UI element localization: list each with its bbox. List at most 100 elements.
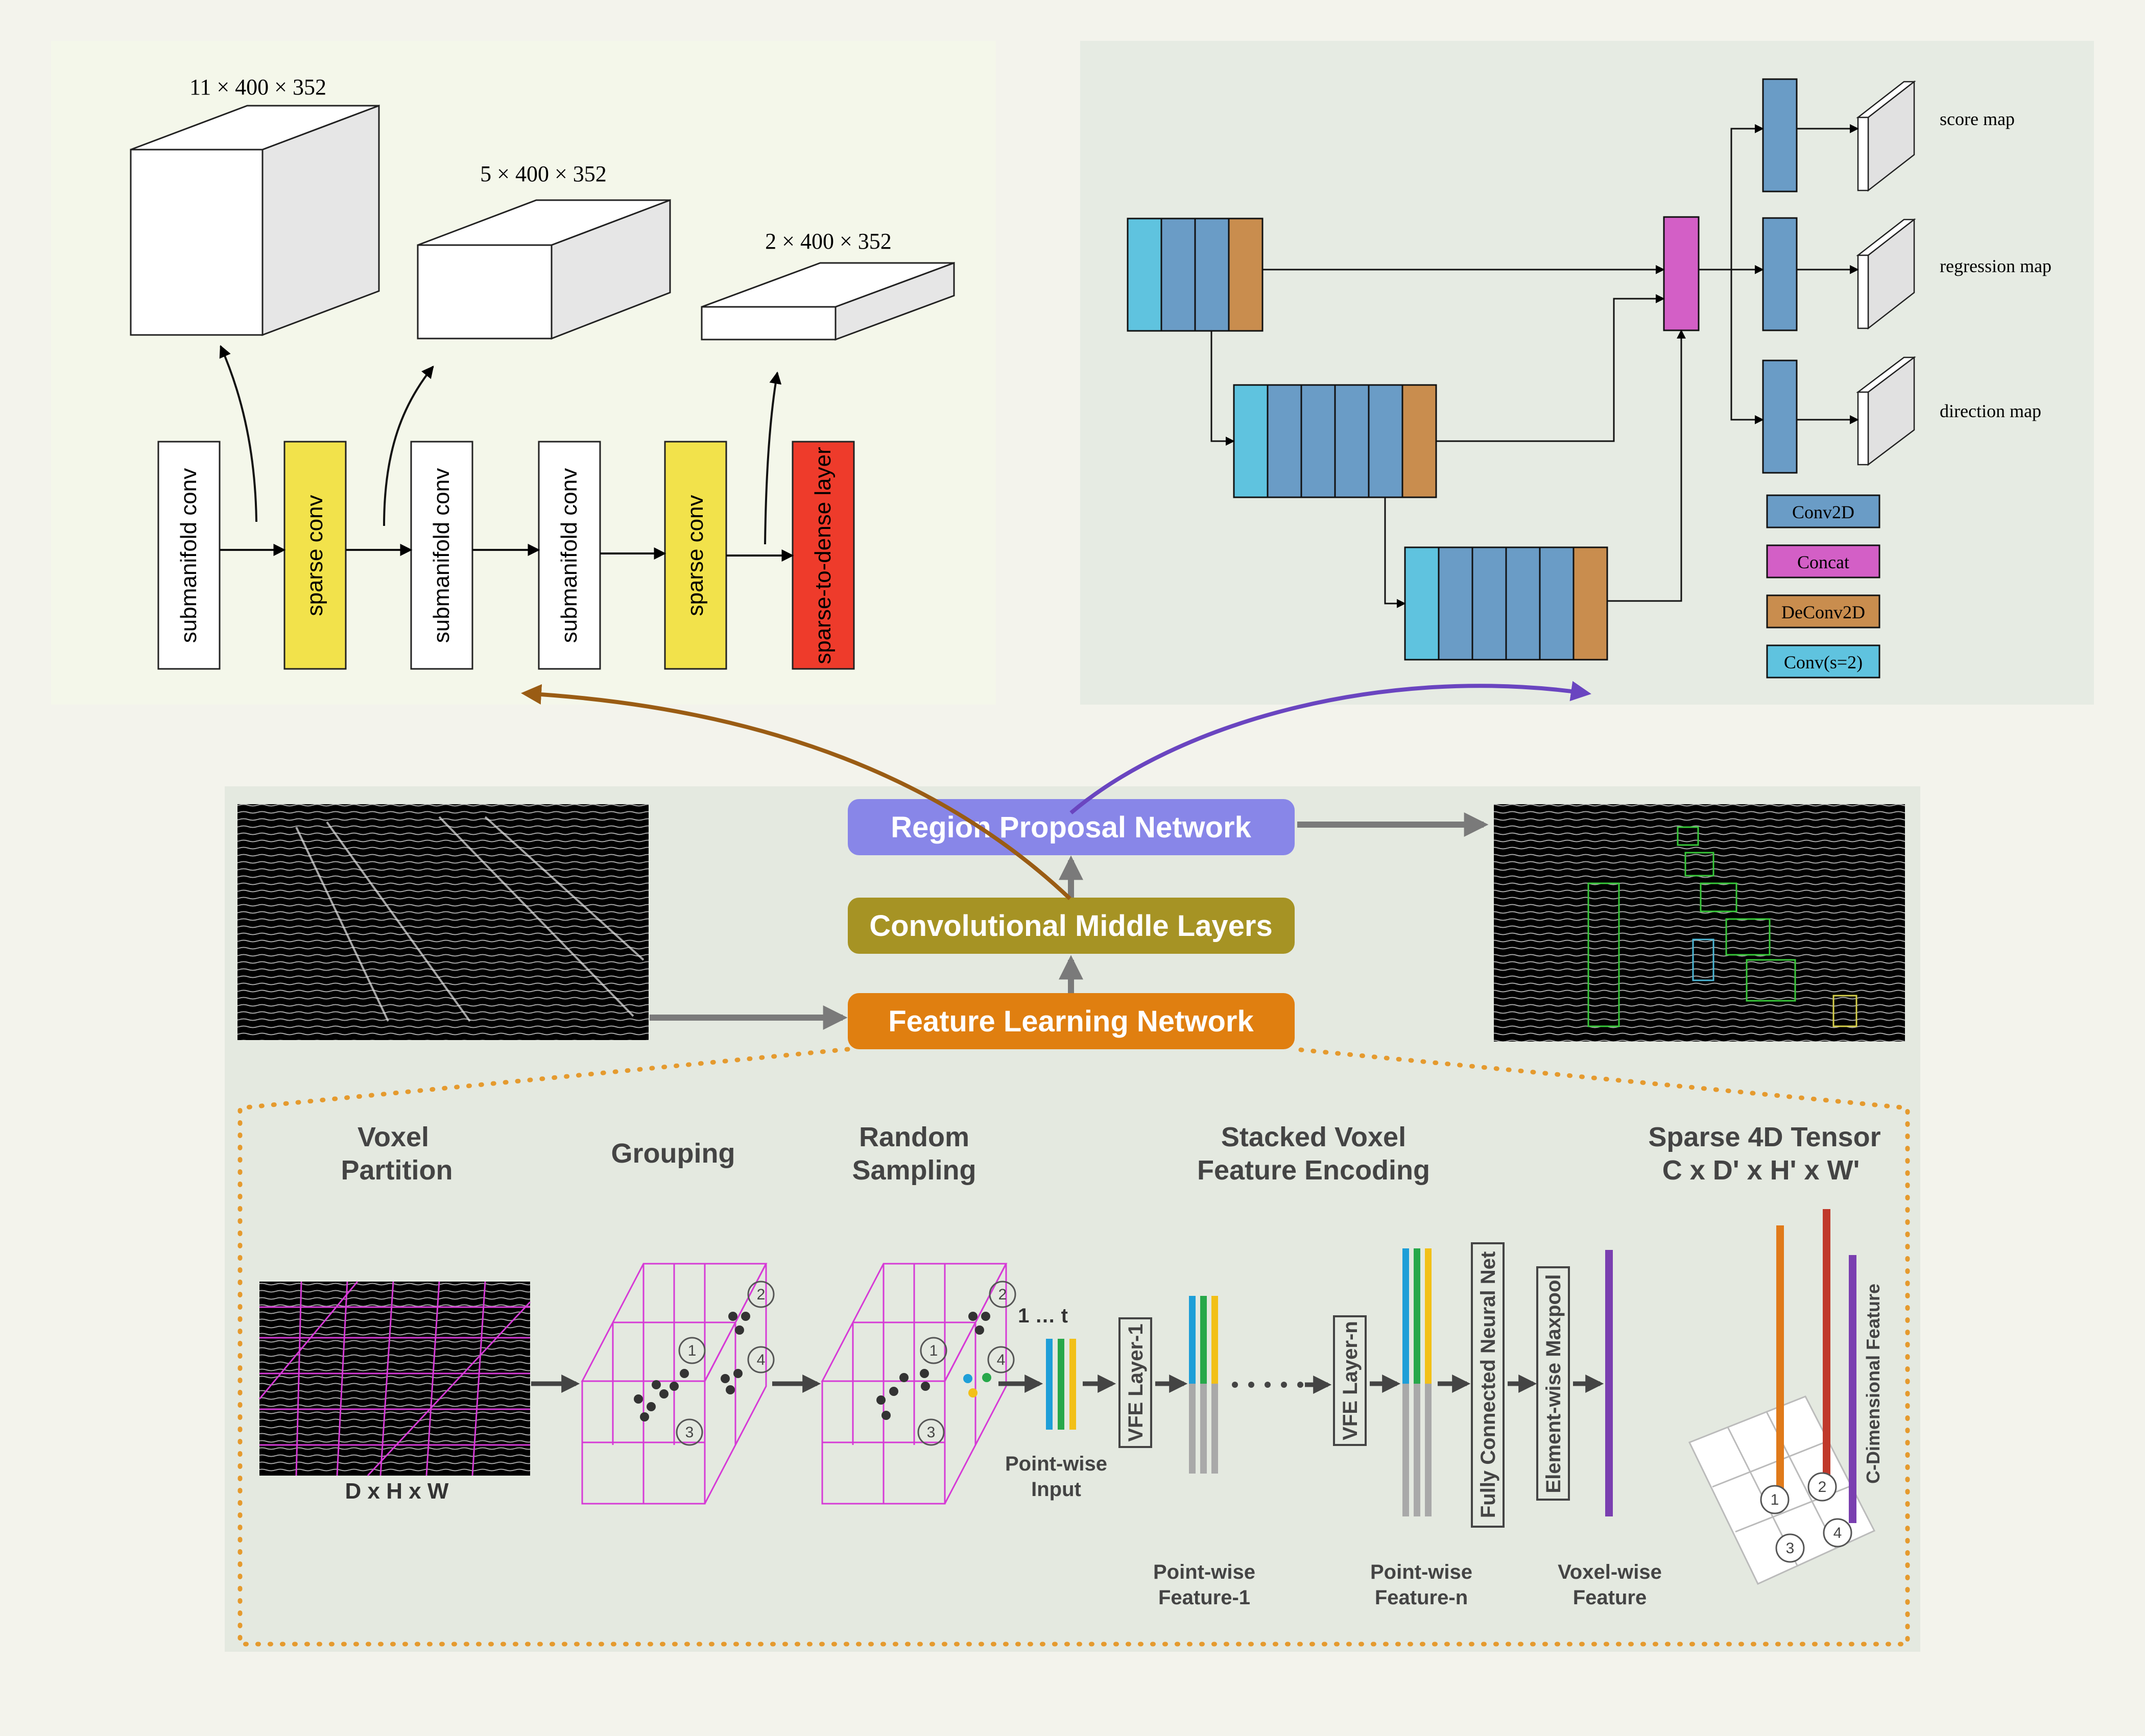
arrow-cml-to-sparse-panel	[521, 684, 1071, 900]
block1-conv2d-2	[1194, 218, 1230, 332]
fln-box: Feature Learning Network	[848, 993, 1295, 1049]
sampling-voxels: 2 1 4 3	[821, 1263, 1016, 1505]
pwf1-bottom-2	[1200, 1384, 1207, 1474]
cml-label: Convolutional Middle Layers	[869, 909, 1273, 943]
sampled-point-blue	[963, 1374, 972, 1383]
layer-sparse-1-box	[283, 441, 347, 670]
sampling-voxel-id-labels: 2 1 4 3	[927, 1286, 1007, 1441]
layer-sparse-to-dense: sparse-to-dense layer	[792, 441, 855, 670]
volume-2: 5 × 400 × 352	[417, 161, 671, 340]
grouping-id-4: 4	[757, 1352, 766, 1368]
regression-map-label: regression map	[1940, 256, 2052, 276]
detection-boxes	[1587, 826, 1796, 1027]
head-conv-score	[1762, 78, 1798, 192]
sampling-points	[876, 1312, 990, 1420]
voxel-partition-cloud	[259, 1282, 530, 1476]
tensor-voxel-id-labels: 1 2 3 4	[1771, 1479, 1842, 1557]
sampling-id-4: 4	[997, 1352, 1006, 1368]
input-bar-blue	[1046, 1339, 1053, 1430]
pwfn-bottom-3	[1425, 1384, 1432, 1516]
cml-box-bg	[848, 898, 1295, 954]
point-input-label-1: Point-wise	[1005, 1453, 1107, 1475]
cml-box: Convolutional Middle Layers	[848, 898, 1295, 954]
rpn-legend: Conv2D Concat DeConv2D Conv(s=2)	[1766, 494, 1880, 679]
detection-box-6	[1587, 882, 1620, 1027]
block2-conv-s2	[1233, 384, 1269, 498]
tensor-feature-orange	[1776, 1225, 1784, 1500]
rpn-block-3	[1404, 546, 1608, 661]
sparse-tensor: 1 2 3 4 C-Dimensional Feature	[1688, 1209, 1884, 1585]
input-point-cloud	[237, 804, 649, 1040]
layer-sparse-1-label: sparse conv	[302, 495, 327, 616]
detection-box-3	[1700, 882, 1737, 912]
elementwise-maxpool: Element-wise Maxpool	[1536, 1266, 1570, 1501]
volume-2-front	[417, 244, 553, 340]
block2-conv2d-2	[1300, 384, 1336, 498]
rpn-block-2	[1233, 384, 1437, 498]
voxel-partition-image: D x H x W	[258, 1281, 531, 1504]
block2-deconv	[1401, 384, 1437, 498]
legend-conv2d-label: Conv2D	[1792, 502, 1854, 522]
step-sparse-tensor-1: Sparse 4D Tensor	[1648, 1122, 1880, 1152]
pwf1-top-yellow	[1211, 1296, 1218, 1384]
input-cloud-streaks	[295, 816, 645, 1022]
pwfn-top-yellow	[1425, 1248, 1432, 1384]
step-svfe-2: Feature Encoding	[1197, 1155, 1430, 1186]
input-bar-green	[1058, 1339, 1064, 1430]
regression-map-front	[1857, 254, 1869, 329]
direction-map-label: direction map	[1940, 401, 2041, 421]
volume-3-label: 2 × 400 × 352	[765, 229, 892, 254]
block3-conv-s2	[1404, 546, 1440, 661]
fcn-box	[1471, 1242, 1505, 1528]
block1-conv2d-1	[1160, 218, 1196, 332]
layer-sparse-2: sparse conv	[664, 441, 727, 670]
pwfn-top-green	[1414, 1248, 1420, 1384]
block3-conv2d-4	[1539, 546, 1575, 661]
tensor-id-3: 3	[1786, 1540, 1795, 1557]
pwfn-label-1: Point-wise	[1370, 1561, 1472, 1583]
step-titles: Voxel Partition Grouping Random Sampling…	[341, 1122, 1880, 1186]
point-input-label-2: Input	[1031, 1478, 1081, 1501]
step-random-sampling-2: Sampling	[852, 1155, 976, 1186]
detection-box-5	[1746, 959, 1796, 1002]
vfe-layer-1-label: VFE Layer-1	[1125, 1323, 1147, 1441]
block2-conv2d-4	[1368, 384, 1403, 498]
block2-conv2d-3	[1334, 384, 1370, 498]
vfe-layer-n-box	[1333, 1315, 1367, 1446]
legend-deconv-label: DeConv2D	[1781, 602, 1865, 622]
vfe-layer-1: VFE Layer-1	[1118, 1317, 1152, 1448]
concat-block	[1663, 216, 1700, 331]
step-svfe-1: Stacked Voxel	[1221, 1122, 1406, 1152]
detection-box-pedestrian	[1692, 938, 1714, 981]
pwf1-top-blue	[1189, 1296, 1196, 1384]
fln-label: Feature Learning Network	[888, 1005, 1254, 1038]
layer-submanifold-3: submanifold conv	[538, 441, 601, 670]
volume-3-front	[701, 306, 837, 341]
legend-conv2d-swatch	[1766, 494, 1880, 528]
rpn-conn-b2-concat	[1436, 294, 1665, 442]
head-conv-regression	[1762, 217, 1798, 331]
score-map-label: score map	[1940, 109, 2015, 129]
block3-deconv	[1572, 546, 1608, 661]
rpn-block-1	[1127, 218, 1264, 332]
pwfn-bottom-1	[1402, 1384, 1409, 1516]
rpn-label: Region Proposal Network	[891, 811, 1252, 844]
step-grouping: Grouping	[611, 1138, 735, 1169]
block3-conv2d-1	[1438, 546, 1473, 661]
dims-label: D x H x W	[345, 1479, 449, 1504]
block1-deconv	[1228, 218, 1264, 332]
detection-box-cyclist	[1832, 995, 1857, 1027]
pwfn-label-2: Feature-n	[1375, 1586, 1468, 1609]
sampling-voxel-ids	[917, 1281, 1016, 1446]
vfe-layer-1-box	[1118, 1317, 1152, 1448]
volume-2-label: 5 × 400 × 352	[480, 161, 607, 186]
detection-box-4	[1725, 918, 1771, 956]
rpn-box: Region Proposal Network	[848, 799, 1295, 855]
tensor-id-4: 4	[1833, 1525, 1842, 1541]
layer-submanifold-3-box	[538, 441, 601, 670]
tensor-feature-red	[1823, 1209, 1830, 1487]
rpn-conn-concat-direction	[1730, 270, 1764, 424]
layer-sparse-to-dense-label: sparse-to-dense layer	[811, 447, 836, 664]
fcn-label: Fully Connected Neural Net	[1477, 1251, 1499, 1518]
volume-1-front	[130, 149, 264, 336]
